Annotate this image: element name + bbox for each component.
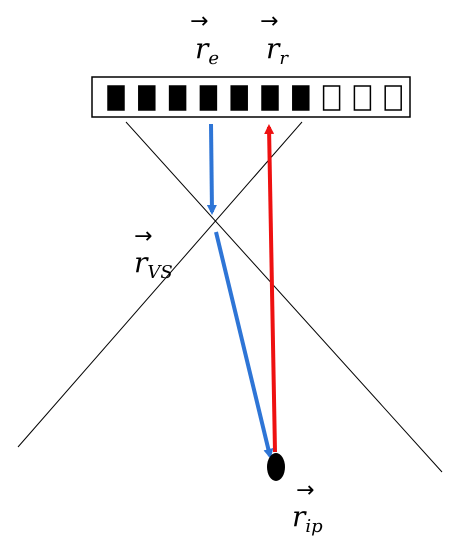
label-re: → re [190, 9, 219, 69]
array-element-active [138, 85, 156, 111]
vector-arrow-icon: → [260, 9, 278, 34]
array-element-inactive [353, 85, 372, 111]
array-elements [107, 85, 402, 111]
cone-line-right [17, 121, 303, 448]
image-point [267, 453, 285, 481]
cone-line-left [125, 121, 443, 473]
svg-text:re: re [195, 32, 219, 69]
label-rip: → rip [292, 478, 323, 537]
emit-beam-segment-2 [214, 231, 274, 459]
vector-arrow-icon: → [190, 9, 208, 34]
array-element-active [168, 85, 187, 111]
array-element-active [230, 85, 248, 111]
receive-beam [264, 124, 277, 453]
svg-text:rVS: rVS [134, 246, 173, 283]
array-element-inactive [322, 85, 341, 111]
svg-text:rr: rr [266, 32, 289, 69]
array-element-active [107, 85, 125, 111]
array-element-active [199, 85, 218, 111]
vector-arrow-icon: → [296, 478, 314, 503]
array-element-active [292, 85, 310, 111]
svg-text:rip: rip [292, 500, 323, 537]
vector-arrow-icon: → [134, 224, 152, 249]
label-rvs: → rVS [134, 224, 173, 283]
array-element-inactive [384, 85, 402, 111]
array-element-active [261, 85, 279, 111]
emit-beam-segment-1 [206, 123, 217, 215]
transducer-array [91, 76, 411, 118]
label-rr: → rr [260, 9, 289, 69]
